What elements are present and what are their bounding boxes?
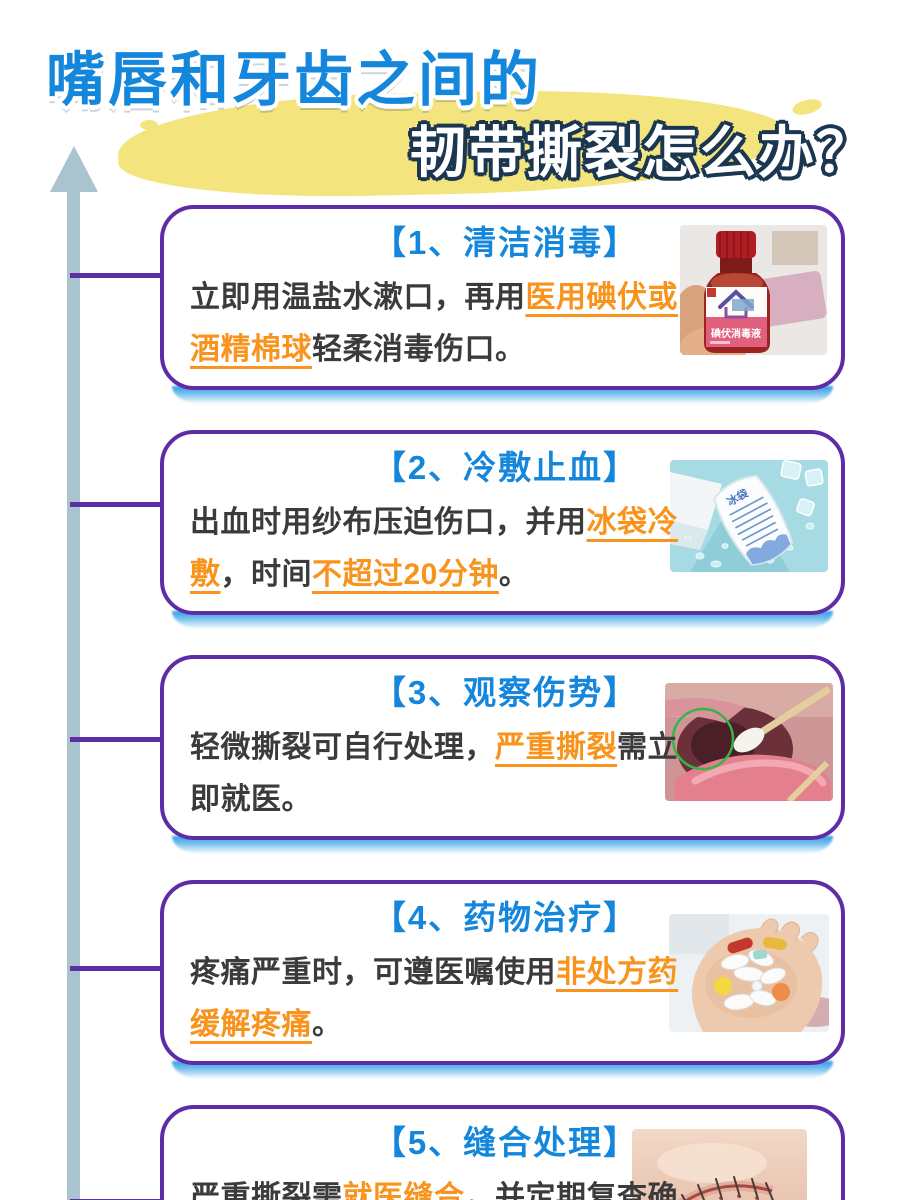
mouth-injury-swab-photo <box>665 683 833 801</box>
text-highlight: 严重撕裂 <box>495 731 617 764</box>
text-highlight: 非处方药缓解疼痛 <box>190 956 678 1041</box>
text-segment: 立即用温盐水漱口，再用 <box>190 281 526 314</box>
step-card-title: 【4、药物治疗】 <box>372 899 639 936</box>
timeline-line <box>67 188 80 1200</box>
step-card-list: 【1、清洁消毒】 立即用温盐水漱口，再用医用碘伏或酒精棉球轻柔消毒伤口。 碘伏消… <box>70 205 845 1200</box>
text-segment: 。 <box>312 1008 343 1041</box>
step-card-body: 疼痛严重时，可遵医嘱使用非处方药缓解疼痛。 <box>190 947 821 1051</box>
page-title-line1: 嘴唇和牙齿之间的 <box>46 47 543 113</box>
ice-pack-photo: 冰袋 <box>670 460 828 572</box>
text-highlight: 医用碘伏或酒精棉球 <box>190 281 678 366</box>
step-card-body: 轻微撕裂可自行处理，严重撕裂需立即就医。 <box>190 722 821 826</box>
pills-in-hand-photo <box>669 914 829 1032</box>
step-card-5: 【5、缝合处理】 严重撕裂需就医缝合，并定期复查确保伤口愈合。 <box>70 1105 845 1200</box>
step-card-1: 【1、清洁消毒】 立即用温盐水漱口，再用医用碘伏或酒精棉球轻柔消毒伤口。 碘伏消… <box>70 205 845 390</box>
step-card-2: 【2、冷敷止血】 出血时用纱布压迫伤口，并用冰袋冷敷，时间不超过20分钟。 冰袋 <box>70 430 845 615</box>
step-card-body: 立即用温盐水漱口，再用医用碘伏或酒精棉球轻柔消毒伤口。 <box>190 272 821 376</box>
step-card-title: 【1、清洁消毒】 <box>372 224 639 261</box>
step-card-body: 出血时用纱布压迫伤口，并用冰袋冷敷，时间不超过20分钟。 <box>190 497 821 601</box>
text-segment: 严重撕裂需 <box>190 1181 343 1200</box>
stitched-wound-photo <box>632 1129 807 1200</box>
step-card-4: 【4、药物治疗】 疼痛严重时，可遵医嘱使用非处方药缓解疼痛。 <box>70 880 845 1065</box>
text-segment: 出血时用纱布压迫伤口，并用 <box>190 506 587 539</box>
text-highlight: 就医缝合 <box>342 1181 465 1200</box>
text-segment: 疼痛严重时，可遵医嘱使用 <box>190 956 556 989</box>
up-arrow-icon <box>50 146 98 192</box>
step-card-title: 【3、观察伤势】 <box>372 674 639 711</box>
text-highlight: 不超过20分钟 <box>312 558 499 591</box>
text-highlight: 冰袋冷敷 <box>190 506 678 591</box>
step-card-title: 【5、缝合处理】 <box>372 1124 639 1161</box>
step-card-3: 【3、观察伤势】 轻微撕裂可自行处理，严重撕裂需立即就医。 <box>70 655 845 840</box>
text-segment: 。 <box>498 558 530 591</box>
svg-text:碘伏消毒液: 碘伏消毒液 <box>710 327 761 340</box>
text-segment: ，并定期复查确保伤口愈合。 <box>464 1181 678 1200</box>
text-segment: 需立即就医。 <box>190 731 678 816</box>
text-segment: 轻柔消毒伤口。 <box>312 333 526 366</box>
yellow-speck <box>140 120 158 130</box>
page-title-line2: 韧带撕裂怎么办？ <box>410 121 874 184</box>
text-segment: ，时间 <box>220 558 312 591</box>
step-card-title: 【2、冷敷止血】 <box>372 449 639 486</box>
iodine-disinfectant-bottle-photo: 碘伏消毒液 <box>680 225 827 355</box>
step-card-body: 严重撕裂需就医缝合，并定期复查确保伤口愈合。 <box>190 1172 821 1200</box>
text-segment: 轻微撕裂可自行处理， <box>190 731 495 764</box>
